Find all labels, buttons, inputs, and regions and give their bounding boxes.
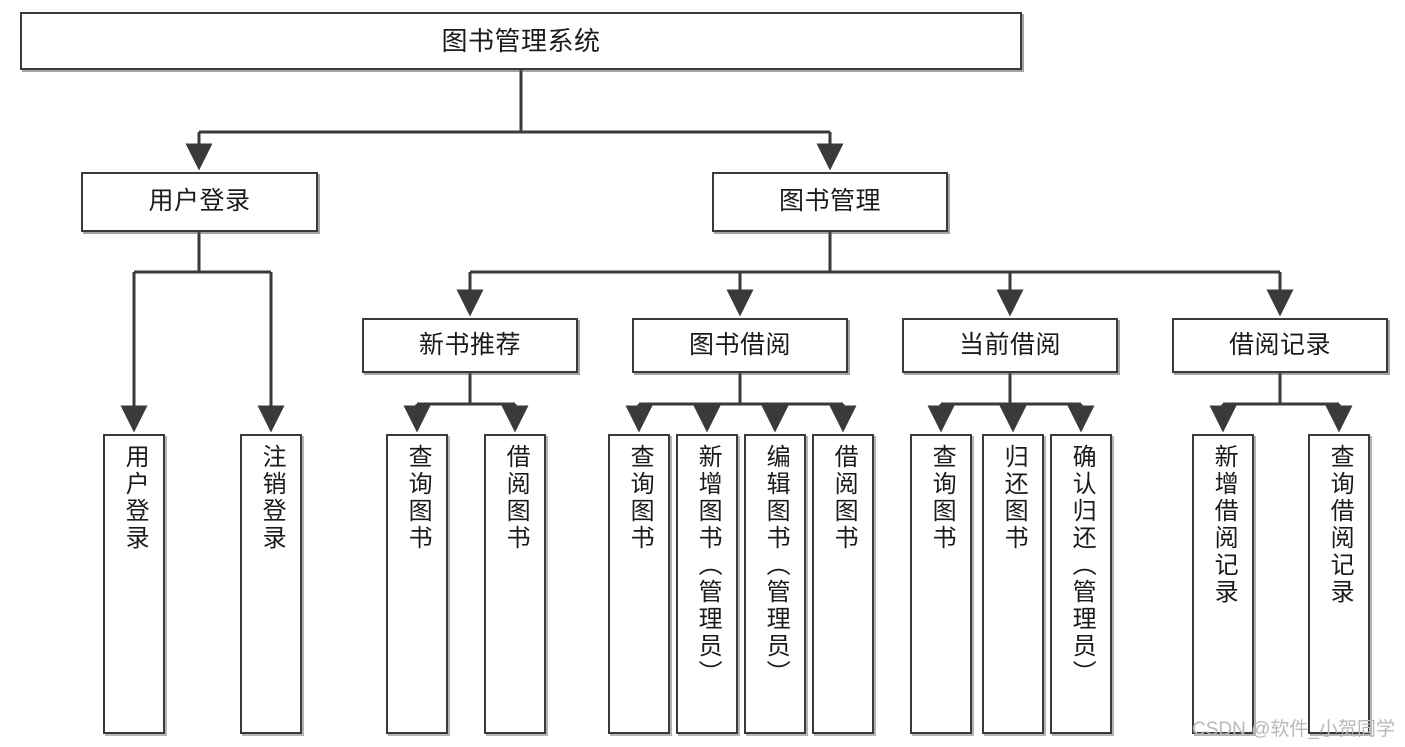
node-leaf-confirm-return[interactable]: 确认归还（管理员） [1050, 434, 1112, 734]
node-leaf-user-login-label: 用户登录 [121, 444, 149, 552]
node-leaf-add-book[interactable]: 新增图书（管理员） [676, 434, 738, 734]
node-leaf-borrow-book-2[interactable]: 借阅图书 [812, 434, 874, 734]
node-book-borrow[interactable]: 图书借阅 [632, 318, 848, 373]
node-leaf-query-book-2-label: 查询图书 [626, 444, 654, 552]
node-leaf-query-book-3[interactable]: 查询图书 [910, 434, 972, 734]
node-new-book-rec[interactable]: 新书推荐 [362, 318, 578, 373]
node-root-label: 图书管理系统 [441, 25, 601, 56]
node-leaf-edit-book[interactable]: 编辑图书（管理员） [744, 434, 806, 734]
node-leaf-return-book[interactable]: 归还图书 [982, 434, 1044, 734]
node-leaf-borrow-book-1[interactable]: 借阅图书 [484, 434, 546, 734]
node-leaf-user-login[interactable]: 用户登录 [103, 434, 165, 734]
node-leaf-borrow-book-1-label: 借阅图书 [502, 444, 530, 552]
csdn-watermark: CSDN @软件_小贺同学 [1192, 719, 1395, 740]
node-leaf-logout[interactable]: 注销登录 [240, 434, 302, 734]
node-new-book-rec-label: 新书推荐 [418, 330, 521, 359]
node-leaf-query-book-1[interactable]: 查询图书 [386, 434, 448, 734]
node-leaf-query-book-3-label: 查询图书 [928, 444, 956, 552]
node-user-login-label: 用户登录 [148, 187, 251, 216]
node-leaf-add-record-label: 新增借阅记录 [1210, 444, 1238, 606]
node-leaf-confirm-return-label: 确认归还（管理员） [1068, 444, 1096, 687]
node-leaf-logout-label: 注销登录 [258, 444, 286, 552]
node-leaf-borrow-book-2-label: 借阅图书 [830, 444, 858, 552]
node-root[interactable]: 图书管理系统 [20, 12, 1022, 70]
node-leaf-add-record[interactable]: 新增借阅记录 [1192, 434, 1254, 734]
node-leaf-query-record[interactable]: 查询借阅记录 [1308, 434, 1370, 734]
node-leaf-query-book-1-label: 查询图书 [404, 444, 432, 552]
node-leaf-return-book-label: 归还图书 [1000, 444, 1028, 552]
node-leaf-edit-book-label: 编辑图书（管理员） [762, 444, 790, 687]
node-current-borrow-label: 当前借阅 [958, 330, 1061, 359]
node-leaf-query-record-label: 查询借阅记录 [1326, 444, 1354, 606]
node-leaf-add-book-label: 新增图书（管理员） [694, 444, 722, 687]
node-borrow-record-label: 借阅记录 [1228, 330, 1331, 359]
node-book-manage-label: 图书管理 [778, 187, 881, 216]
node-user-login[interactable]: 用户登录 [81, 172, 318, 232]
node-leaf-query-book-2[interactable]: 查询图书 [608, 434, 670, 734]
node-current-borrow[interactable]: 当前借阅 [902, 318, 1118, 373]
node-borrow-record[interactable]: 借阅记录 [1172, 318, 1388, 373]
node-book-borrow-label: 图书借阅 [688, 330, 791, 359]
node-book-manage[interactable]: 图书管理 [712, 172, 948, 232]
